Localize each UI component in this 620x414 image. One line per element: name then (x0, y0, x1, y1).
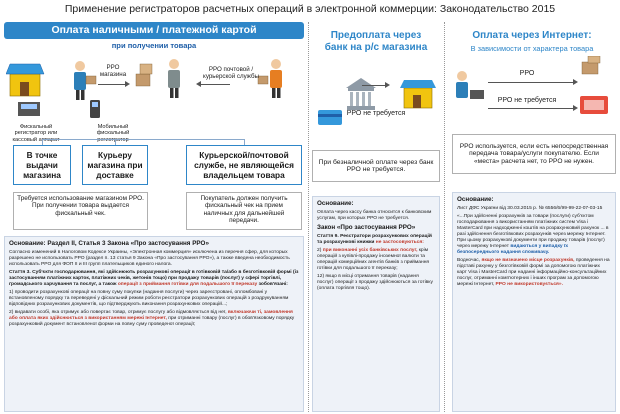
boxes-icon (581, 56, 601, 75)
col2-law-p2-c: крім операцій з купівлі-продажу іноземно… (317, 248, 430, 271)
col1-basis-title: Основание: Раздел II, Статья 3 Закона «П… (9, 240, 209, 247)
col1-basis-p3: 1) проводити розрахункові операції на по… (9, 290, 289, 307)
col3-basis-p3: Водночас, якщо не визначено місце розрах… (457, 258, 611, 288)
col3-prro-label: РРО (519, 70, 535, 77)
divider-2 (444, 22, 445, 412)
cash-register-icon (18, 102, 40, 116)
col2-note: При безналичной оплате через банк РРО не… (312, 150, 440, 182)
arrow-shop (98, 80, 130, 87)
arrow-courier (200, 84, 230, 85)
software-icon (580, 96, 608, 114)
col2-illustration (318, 78, 436, 125)
mobile-register-icon (90, 100, 100, 118)
mobile-reg-caption: Мобильный фискальный регистратор (96, 124, 130, 143)
col2-law-p2-a: 2) (317, 248, 322, 254)
col3-basis-p2-text: «...При здійсненні розрахунків за товари… (457, 214, 609, 249)
col3-basis-p3-a: Водночас, (457, 257, 481, 263)
arrow-bank-shop (362, 81, 390, 88)
connector-h (42, 139, 244, 140)
col2-basis-p1: Оплата через кассу банка относится к бан… (317, 209, 432, 221)
col3-basis-pane: Основание: Лист ДФС України від 30.03.20… (452, 192, 616, 412)
note-courier-check: Покупатель должен получить фискальный че… (186, 192, 302, 230)
col3-basis-p3-b: якщо не визначено місце розрахунків, (481, 257, 575, 263)
shop-icon (6, 63, 45, 97)
col1-basis-p4: 2) видавати особі, яка отримує або повер… (9, 310, 299, 328)
col3-basis-p2-hl: видаються у випадку їх безпосереднього н… (457, 243, 569, 255)
col3-note: РРО используется, если есть непосредстве… (452, 134, 616, 174)
col1-basis-p1: Согласно изменений в Налоговом Кодексе У… (9, 249, 290, 267)
customer-icon (168, 59, 180, 98)
col3-prro-not-required: РРО не требуется (497, 97, 557, 104)
cash-card-banner: Оплата наличными / платежной картой (4, 22, 304, 39)
parcels-icon (135, 63, 153, 87)
arrow-internet-services (488, 104, 578, 111)
col2-law-p2-b: при виконанні усіх банківських послуг, (322, 248, 418, 254)
prro-courier-label: РРО почтовой / курьерской службы (203, 66, 259, 80)
bank-icon (346, 78, 376, 110)
internet-banner: Оплата через Интернет: (472, 30, 592, 41)
col3-basis-p3-d: РРО не використовується». (495, 281, 563, 287)
person-laptop-icon (456, 71, 484, 99)
col1-basis-p4-b: включаючи ті, замовлення або оплата яких… (9, 310, 293, 322)
col1-illustration (6, 59, 282, 118)
col3-basis-p3-c: проведення на підставі рахунку у безготі… (457, 257, 610, 287)
col2-prro-label: РРО не требуется (346, 110, 406, 117)
col1-basis-p4-a: 2) видавати особі, яка отримує або повер… (9, 310, 227, 316)
col2-law-p1: Стаття 9. Реєстратори розрахункових опер… (317, 234, 435, 246)
col2-law-p1-b: не застосовуються: (375, 239, 424, 245)
divider-1 (308, 22, 309, 412)
prepay-banner-line2: банк на р/с магазина (324, 42, 428, 53)
fiscal-reg-caption: Фискальный регистратор или кассовый аппа… (12, 124, 60, 143)
col1-basis-pane: Основание: Раздел II, Статья 3 Закона «П… (4, 236, 304, 412)
box-pickup-point: В точке выдачи магазина (13, 145, 71, 185)
prepay-banner: Предоплата через банк на р/с магазина (312, 30, 440, 54)
page-title: Применение регистраторов расчетных опера… (64, 3, 556, 15)
col2-basis-title: Основание: (317, 200, 354, 207)
col3-basis-p2: «...При здійсненні розрахунків за товари… (457, 214, 611, 255)
shop-icon (400, 80, 436, 109)
col2-law-p1-a: Стаття 9. Реєстратори розрахункових опер… (317, 233, 432, 245)
col2-law-p2: 2) при виконанні усіх банківських послуг… (317, 248, 435, 272)
prro-shop-label: РРО магазина (99, 64, 127, 78)
col3-basis-p1: Лист ДФС України від 30.03.2015 р. № 655… (457, 205, 603, 211)
col1-basis-p2: Стаття 3. Суб'єкти господарювання, які з… (9, 270, 299, 288)
col1-basis-p2-a: Стаття 3. Суб'єкти господарювання, які з… (9, 269, 299, 287)
connector-v2 (115, 139, 116, 145)
col3-basis-title: Основание: (457, 196, 494, 203)
col1-basis-p4-c: при отриманні товару (послуг) в обов'язк… (9, 316, 295, 328)
box-shop-courier: Курьеру магазина при доставке (82, 145, 148, 185)
connector-v1 (42, 139, 43, 145)
arrow-internet-goods (488, 78, 578, 85)
prepay-banner-line1: Предоплата через (330, 30, 422, 41)
col3-illustration (456, 56, 608, 114)
courier-service-icon (257, 59, 282, 98)
col2-basis-pane: Основание: Оплата через кассу банка отно… (312, 196, 440, 412)
col1-basis-p2-b: операції з приймання готівки для подальш… (117, 281, 258, 287)
courier-person-icon (74, 61, 97, 100)
col2-law-p3: 12) якщо в місці отримання товарів (нада… (317, 274, 433, 291)
col2-law-title: Закон «Про застосування РРО» (317, 224, 416, 232)
cash-card-subtitle: при получении товара (111, 41, 197, 50)
payment-card-icon (318, 110, 342, 125)
box-courier-service: Курьерской/почтовой службе, не являющейс… (186, 145, 302, 185)
connector-v3 (244, 139, 245, 145)
note-shop-prro: Требуется использование магазином РРО. П… (13, 192, 148, 230)
col1-basis-p2-c: зобов'язані: (258, 281, 288, 287)
internet-subtitle: В зависимости от характера товара (470, 44, 594, 53)
